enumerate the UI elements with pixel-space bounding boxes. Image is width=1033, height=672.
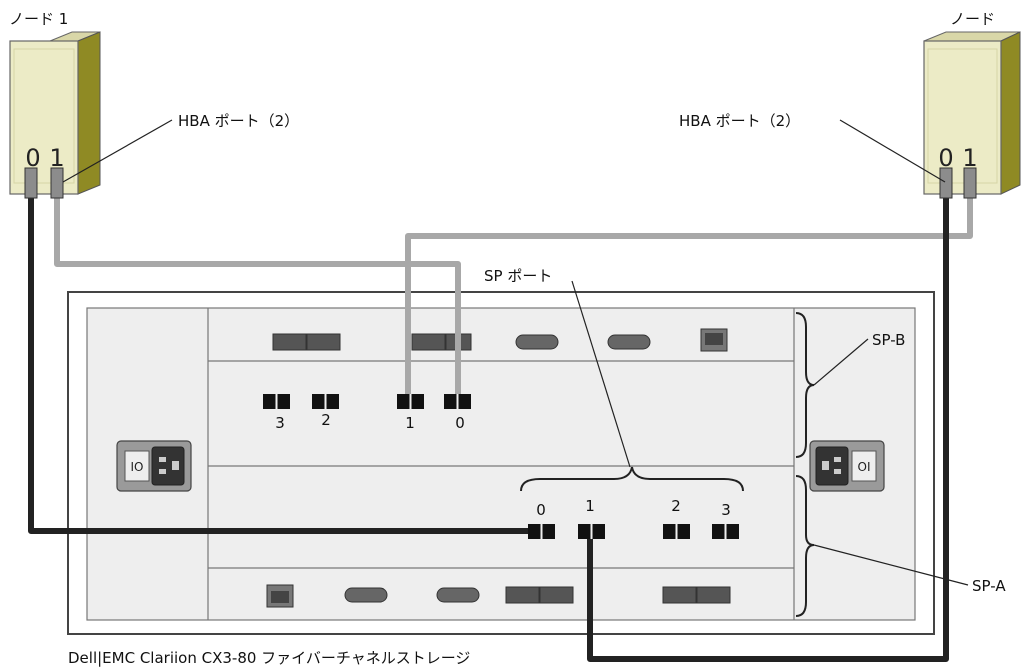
sp-a-port-2-label: 2 [671,497,681,515]
sp-a-label: SP-A [972,577,1006,595]
sp-b-port-3-label: 3 [275,414,285,432]
cable-node1-to-spb [54,193,461,394]
cables [28,193,973,662]
hba-ports-label-left: HBA ポート（2） [178,112,299,130]
sp-a-io-row [266,584,731,608]
svg-text:OI: OI [858,460,871,474]
cable-node2-to-spb [405,193,973,394]
node-2-port-0-label: 0 [938,144,953,172]
leader-lines [62,119,969,586]
power-switch-left: IO [116,440,192,492]
node-1-port-0-label: 0 [25,144,40,172]
sp-a-port-0 [528,524,555,539]
node-1-port-1-label: 1 [49,144,64,172]
sp-b-port-2 [312,394,339,409]
sp-b-label: SP-B [872,331,905,349]
svg-text:IO: IO [131,460,144,474]
hba-ports-label-right: HBA ポート（2） [679,112,800,130]
sp-b-port-1 [397,394,424,409]
node-2-title: ノード [950,10,995,28]
sp-b-port-2-label: 2 [321,411,331,429]
node-2-port-1-label: 1 [962,144,977,172]
sp-a-port-3 [712,524,739,539]
sp-ports-label: SP ポート [484,267,552,285]
sp-b-port-1-label: 1 [405,414,415,432]
storage-enclosure [67,291,935,635]
cable-node1-to-spa [28,193,528,534]
storage-caption: Dell|EMC Clariion CX3-80 ファイバーチャネルストレージ [68,649,470,667]
node-1-title: ノード 1 [9,10,68,28]
power-switch-right: OI [809,440,885,492]
sp-a-port-1 [578,524,605,539]
sp-a-ports [528,524,739,539]
node-2-server [923,31,1021,199]
sp-b-port-0 [444,394,471,409]
node-1-server [9,31,101,199]
sp-a-port-1-label: 1 [585,497,595,515]
cable-node2-to-spa [587,193,949,662]
sp-b-port-0-label: 0 [455,414,465,432]
sp-b-ports [263,394,471,409]
sp-ports-brace [520,466,744,492]
sp-b-io-row [272,328,728,352]
sp-a-port-2 [663,524,690,539]
sp-a-port-3-label: 3 [721,501,731,519]
sp-b-port-3 [263,394,290,409]
sp-a-port-0-label: 0 [536,501,546,519]
